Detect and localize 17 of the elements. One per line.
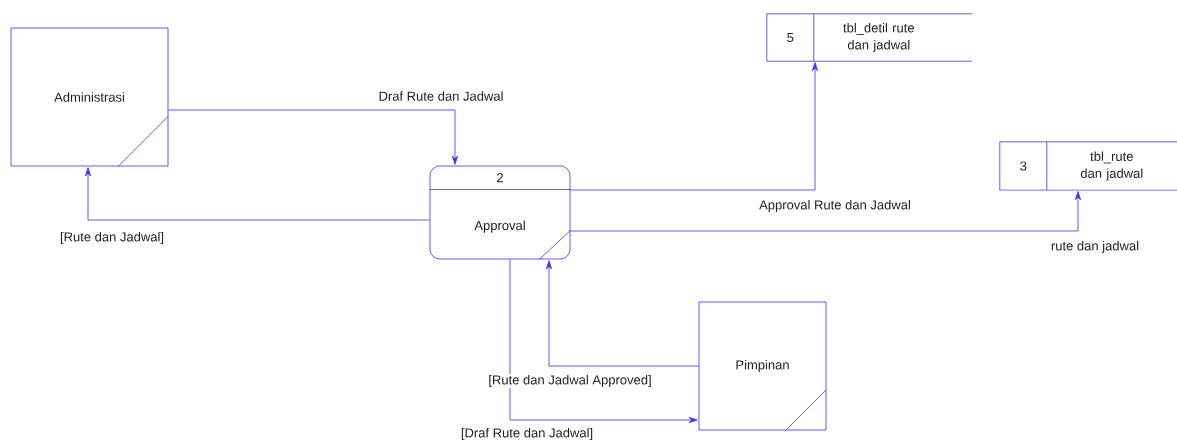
- process-box: 2 Approval: [429, 165, 571, 260]
- arrow: [570, 191, 1082, 232]
- arrow: [84, 167, 430, 221]
- edge-label: Draf Rute dan Jadwal: [377, 90, 505, 102]
- external-entity-box: Administrasi: [10, 27, 169, 167]
- data-store: 3 tbl_rute dan jadwal: [999, 141, 1177, 191]
- external-entity-box: Pimpinan: [698, 301, 827, 431]
- arrow: [168, 109, 459, 165]
- edge-label: [Rute dan Jadwal Approved]: [487, 373, 653, 389]
- edge-label: [Rute dan Jadwal]: [59, 230, 166, 246]
- edge-label: [Draf Rute dan Jadwal]: [459, 426, 595, 442]
- data-store: 5 tbl_detil rute dan jadwal: [766, 13, 973, 62]
- edge-label: rute dan jadwal: [1049, 239, 1141, 255]
- arrow: [546, 260, 699, 367]
- arrow: [570, 62, 819, 191]
- arrow: [509, 259, 698, 423]
- edge-label: Approval Rute dan Jadwal: [758, 198, 912, 214]
